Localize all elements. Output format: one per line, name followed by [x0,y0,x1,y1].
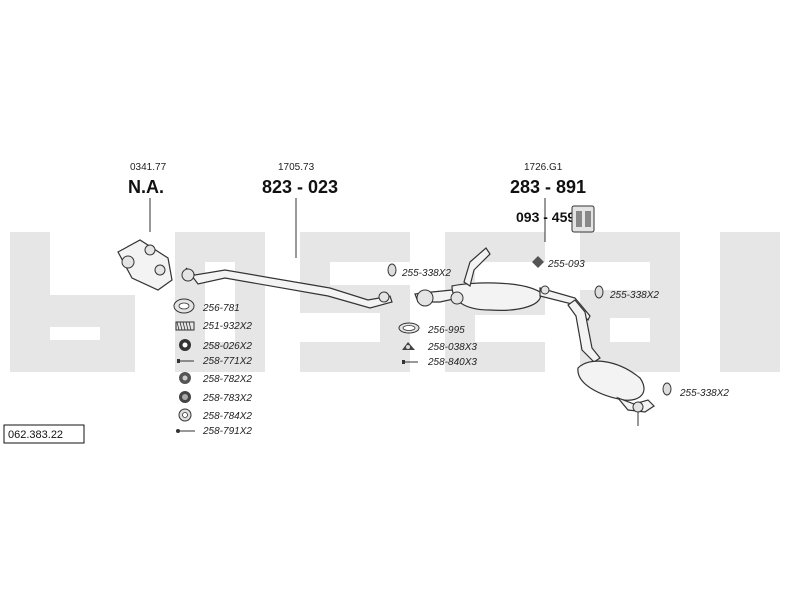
right-clamp-icon [594,285,604,299]
bolt-icon [177,359,194,363]
part-code-258-026X2: 258-026X2 [202,341,252,352]
part-code-258-791X2: 258-791X2 [202,426,252,437]
part-code-right-clamp: 255-338X2 [609,290,659,301]
part-code-258-782X2: 258-782X2 [202,374,252,385]
center-muffler-icon [414,247,591,322]
rubber-hanger-icon [532,256,544,268]
assembly-part-1: N.A. [128,177,164,197]
part-code-258-783X2: 258-783X2 [202,393,252,404]
rear-clamp-icon [662,382,672,396]
washer-icon [178,408,192,422]
bracket-part-label: 093 - 459 [516,209,575,225]
part-code-251-932X2: 251-932X2 [202,321,252,332]
part-code-258-840X3: 258-840X3 [427,357,477,368]
assembly-part-2: 823 - 023 [262,177,338,197]
reference-number: 062.383.22 [8,429,63,441]
rear-muffler-icon [577,360,655,426]
part-code-256-995: 256-995 [427,325,465,336]
exhaust-manifold-icon [117,239,173,291]
left-parts-column: 256-781 251-932X2 258-026X2 258-771X2 25… [173,298,252,437]
part-code-255-093: 255-093 [547,259,585,270]
assembly-ref-3: 1726.G1 [524,162,563,173]
nut-icon [179,391,191,403]
gasket-icon [173,298,195,314]
middle-clamp-icon [387,263,397,277]
part-code-256-781: 256-781 [202,303,240,314]
part-code-258-784X2: 258-784X2 [202,411,252,422]
bracket-icon [571,205,595,233]
bolt-icon [402,360,418,364]
part-code-258-038X3: 258-038X3 [427,342,477,353]
part-code-rear-clamp: 255-338X2 [679,388,729,399]
bosal-watermark [10,232,780,372]
part-code-middle-clamp: 255-338X2 [401,268,451,279]
clamp-icon [402,342,415,350]
spring-icon [175,321,195,331]
gasket-icon [398,322,420,334]
assembly-ref-2: 1705.73 [278,162,315,173]
assembly-part-3: 283 - 891 [510,177,586,197]
reference-number-box: 062.383.22 [3,424,85,444]
front-pipe-icon [181,267,393,309]
rubber-hanger-icon [179,372,191,384]
middle-parts-column: 256-995 258-038X3 258-840X3 [398,322,477,368]
part-code-258-771X2: 258-771X2 [202,356,252,367]
screw-icon [176,429,195,433]
assembly-ref-1: 0341.77 [130,162,167,173]
clamp-icon [179,339,191,351]
